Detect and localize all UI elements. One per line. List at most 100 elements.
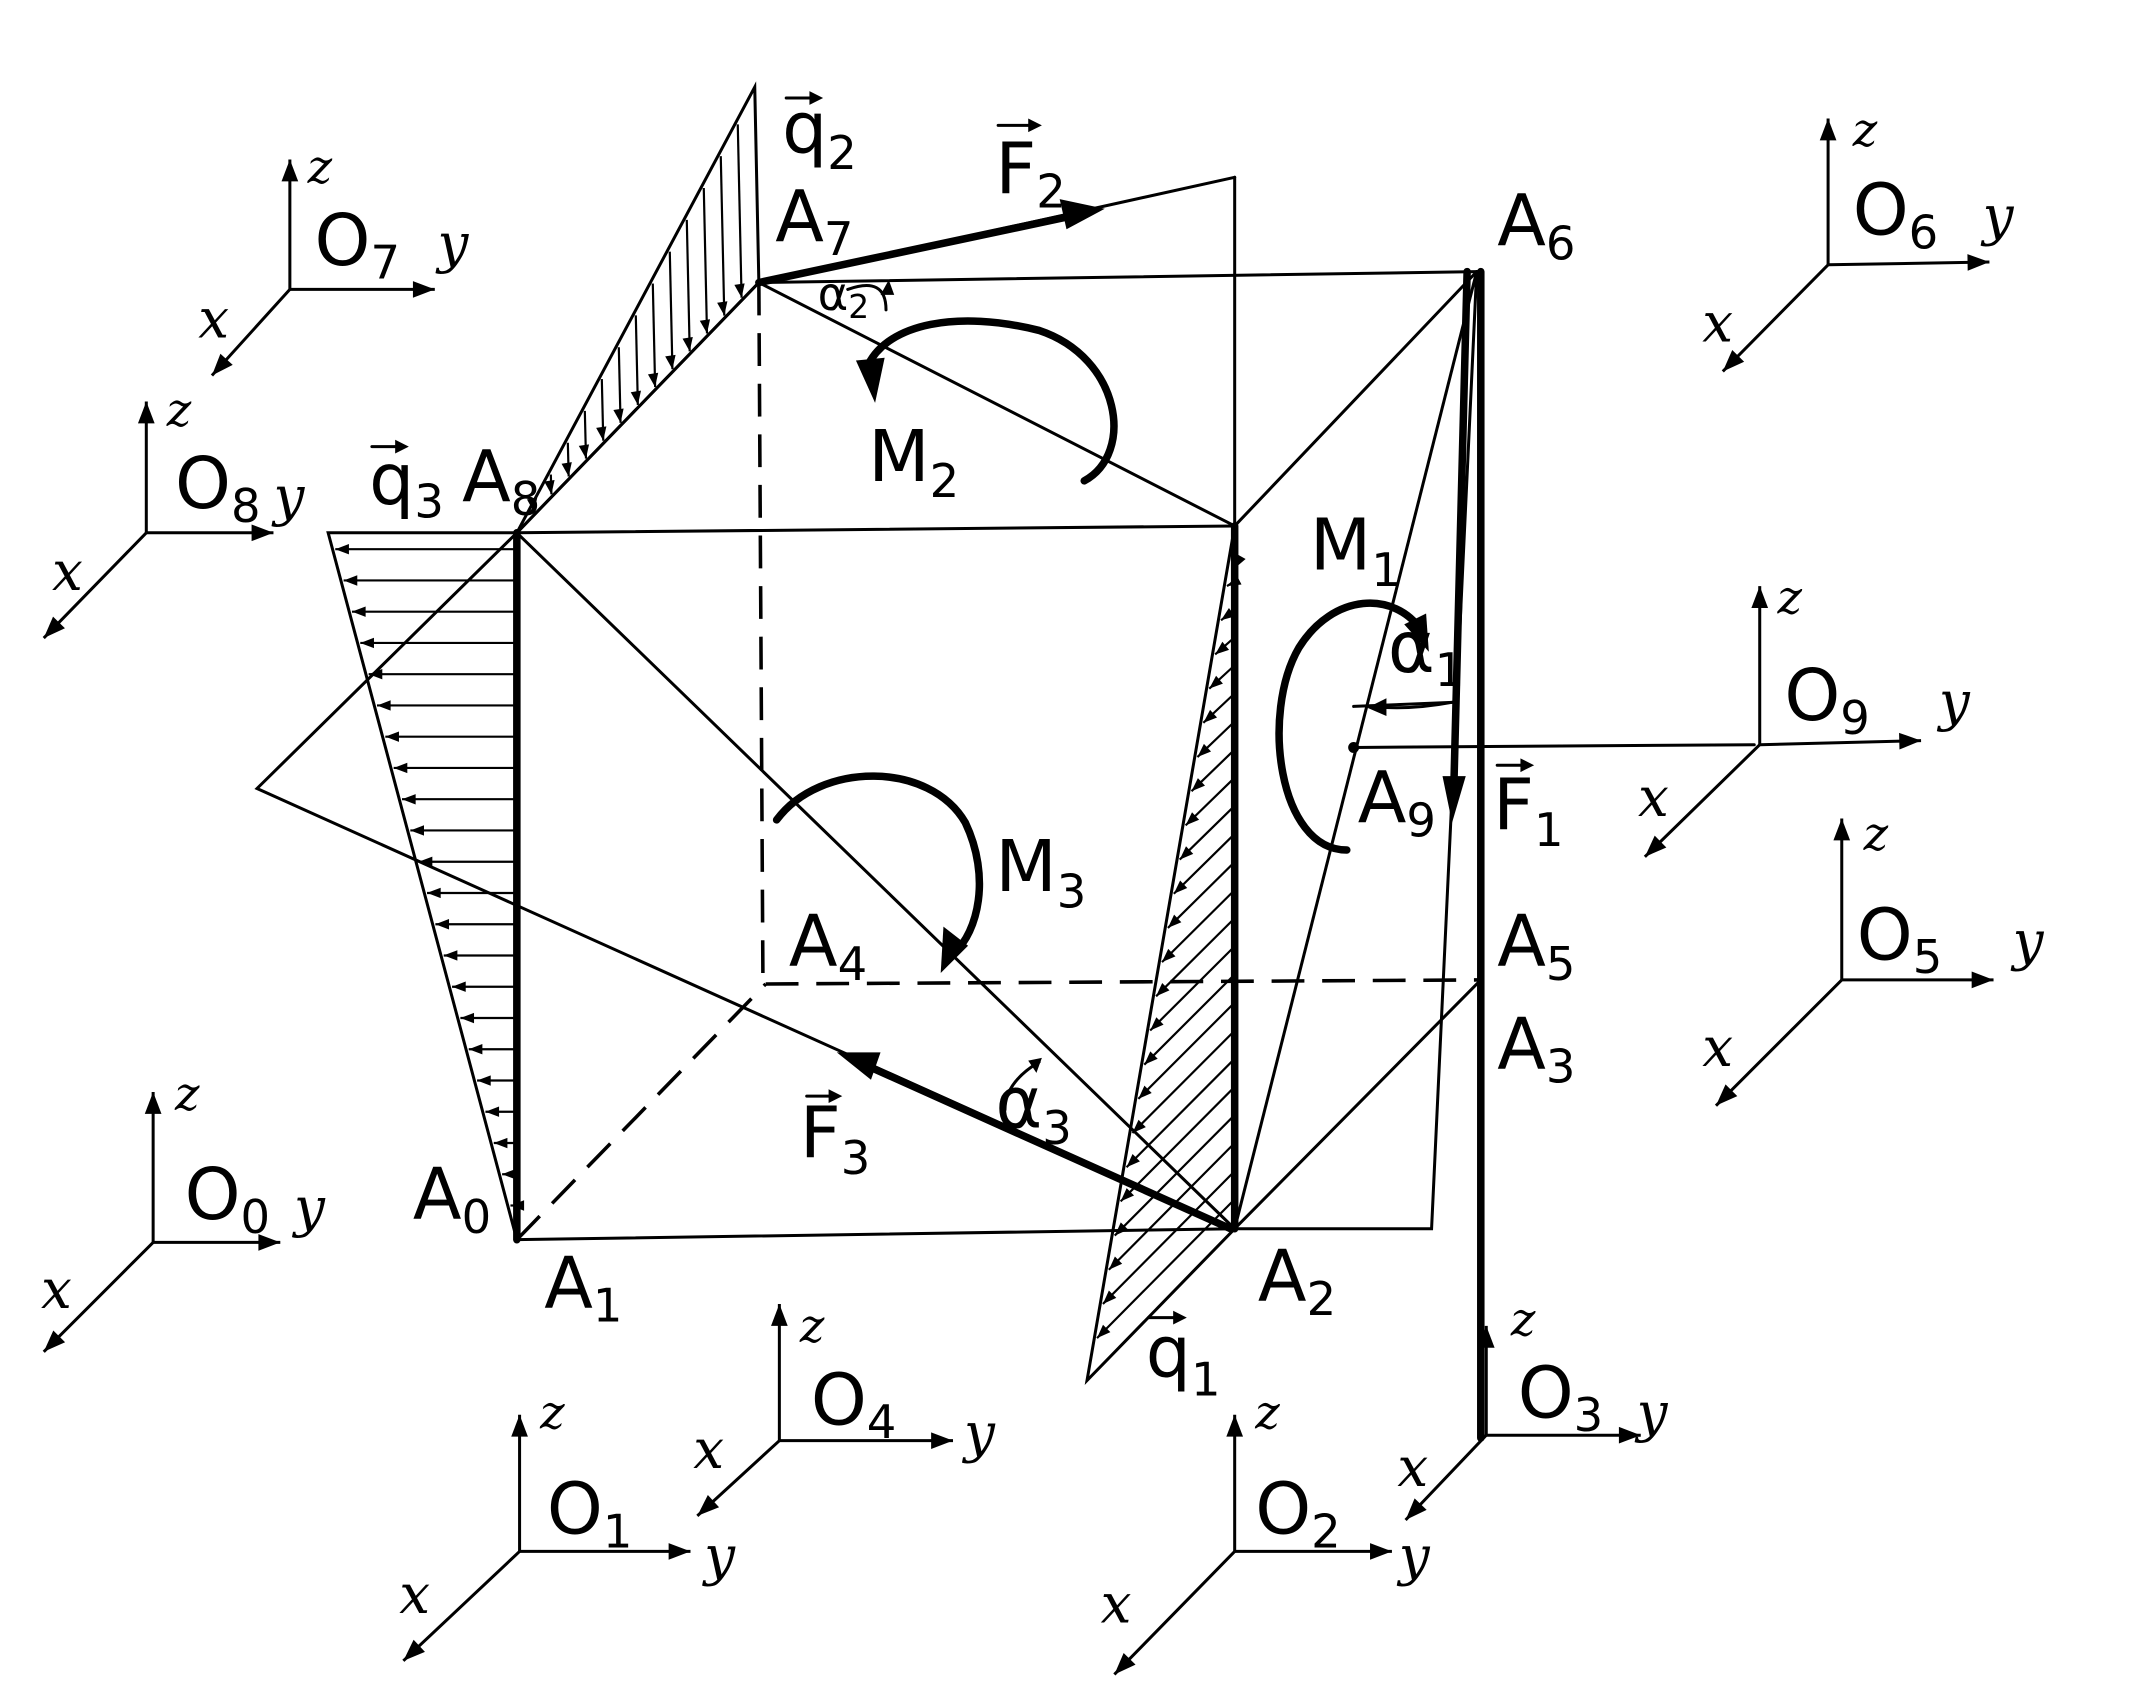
frame-O2-z-arrowhead <box>1226 1414 1244 1437</box>
angle-a2-arc <box>846 284 888 312</box>
frame-O2-y-label: y <box>1396 1524 1431 1588</box>
label-A4: A4 <box>789 900 867 991</box>
frame-O9-x-label: x <box>1638 765 1669 829</box>
frame-O1-x-arrowhead <box>403 1639 425 1661</box>
force-f1 <box>1442 267 1471 823</box>
moment-m2 <box>855 317 1118 485</box>
frame-O0-x-label: x <box>41 1257 72 1321</box>
frame-O0-x-arrowhead <box>43 1330 66 1352</box>
q1-load-line <box>1173 834 1235 895</box>
frame-O7: O7z y x <box>198 140 470 377</box>
frame-O1-label: O1 <box>547 1468 633 1559</box>
frame-O9-y-label: y <box>1936 669 1971 733</box>
frame-O8-z-label: z <box>166 383 192 437</box>
q2-load-arrowhead <box>596 426 607 441</box>
edge-top-right-A6 <box>1233 270 1479 528</box>
frame-O7-y-label: y <box>435 211 470 275</box>
frame-O5-x-axis <box>1714 978 1843 1107</box>
frame-O8-label: O8 <box>175 442 261 533</box>
label-A6: A6 <box>1497 180 1575 271</box>
distributed-load-q2 <box>515 81 761 534</box>
q2-load-line <box>702 188 709 334</box>
q1-load-arrowhead <box>1132 1119 1146 1134</box>
frame-O8-y-label: y <box>270 464 305 528</box>
moment-m1-arc <box>1275 599 1426 854</box>
label-F2: F2 <box>995 118 1066 219</box>
q2-load-line <box>719 156 726 316</box>
frame-O2-x-arrowhead <box>1114 1653 1136 1675</box>
q2-load-line <box>651 283 657 388</box>
label-A2: A2 <box>1258 1235 1336 1326</box>
q1-load-arrowhead <box>1167 914 1182 928</box>
frame-O3-x-arrowhead <box>1405 1498 1427 1520</box>
diag-A8-A2 <box>515 531 1237 1231</box>
q3-load-arrowhead <box>360 637 374 649</box>
q1-load-arrowhead <box>1144 1051 1158 1065</box>
label-F1: F1 <box>1493 758 1564 857</box>
angle-a2-arrowhead <box>880 279 895 295</box>
frame-O5-x-label: x <box>1702 1015 1733 1079</box>
q1-load-arrowhead <box>1232 551 1246 566</box>
q1-load-line <box>1113 1115 1235 1237</box>
force-f3-shaft <box>854 1058 1235 1233</box>
q1-load-arrowhead <box>1120 1188 1135 1202</box>
moment-m1 <box>1275 599 1429 854</box>
q1-load-arrowhead <box>1173 880 1188 894</box>
q1-load-arrowhead <box>1191 778 1206 792</box>
q1-load-arrowhead <box>1227 575 1242 587</box>
frame-O7-x-arrowhead <box>211 353 233 376</box>
label-A1: A1 <box>544 1242 622 1333</box>
label-q2-vector-arrowhead <box>809 91 824 105</box>
q2-load-line <box>634 315 639 405</box>
frame-O2-x-label: x <box>1101 1572 1132 1636</box>
frame-O7-z-label: z <box>307 140 333 194</box>
label-F1-vector-arrowhead <box>1520 758 1535 773</box>
q1-load-arrowhead <box>1203 709 1218 723</box>
frame-O6-y-label: y <box>1980 184 2015 248</box>
q3-load-arrowhead <box>343 575 358 586</box>
q3-load-arrowhead <box>502 1168 516 1180</box>
frame-O7-label: O7 <box>314 199 400 290</box>
edge-A7-A6 <box>757 270 1479 285</box>
edge-A1-A4-hidden <box>515 982 767 1241</box>
frame-O1-z-arrowhead <box>511 1414 528 1437</box>
q2-load-arrowhead <box>665 354 676 370</box>
q3-load-arrowhead <box>401 794 416 805</box>
q2-load-arrowhead <box>682 336 693 352</box>
q3-load-arrowhead <box>335 543 349 555</box>
frame-O9-x-axis <box>1643 743 1761 858</box>
angle-a1-arrowhead <box>1367 698 1387 717</box>
q3-load-arrowhead <box>443 950 458 961</box>
label-q1: q1 <box>1146 1310 1221 1406</box>
q1-load-arrowhead <box>1096 1324 1111 1339</box>
distributed-load-q1 <box>1084 525 1246 1386</box>
frame-O7-x-label: x <box>198 286 229 350</box>
frame-O5-y-label: y <box>2010 908 2045 972</box>
frame-O5-z-arrowhead <box>1833 818 1851 841</box>
frame-O2-label: O2 <box>1255 1468 1341 1559</box>
q2-load-arrowhead <box>647 372 659 388</box>
label-q3-text: q3 <box>369 438 444 529</box>
frame-O3-x-label: x <box>1397 1435 1428 1499</box>
label-q3-vector-arrowhead <box>395 439 409 454</box>
label-F3: F3 <box>800 1089 870 1185</box>
q3-load-arrowhead <box>385 731 399 742</box>
load-q2-outline <box>515 81 761 534</box>
q1-load-arrowhead <box>1114 1222 1129 1236</box>
q2-load-arrowhead <box>526 497 538 513</box>
point-a9-dot <box>1348 741 1360 753</box>
q2-load-arrowhead <box>699 319 711 334</box>
edge-A8-top-right <box>515 524 1237 535</box>
edge-A2-A5 <box>1233 978 1483 1231</box>
label-F2-text: F2 <box>995 128 1065 219</box>
load-q1-hatch <box>1096 551 1246 1339</box>
frame-O0-label: O0 <box>185 1153 271 1244</box>
frame-O3-label: O3 <box>1518 1351 1604 1442</box>
frame-O9-x-arrowhead <box>1644 835 1667 857</box>
frame-O6-label: O6 <box>1853 169 1939 260</box>
force-f2 <box>755 199 1105 287</box>
frame-O9-label: O9 <box>1784 654 1870 745</box>
q1-load-line <box>1161 890 1235 963</box>
